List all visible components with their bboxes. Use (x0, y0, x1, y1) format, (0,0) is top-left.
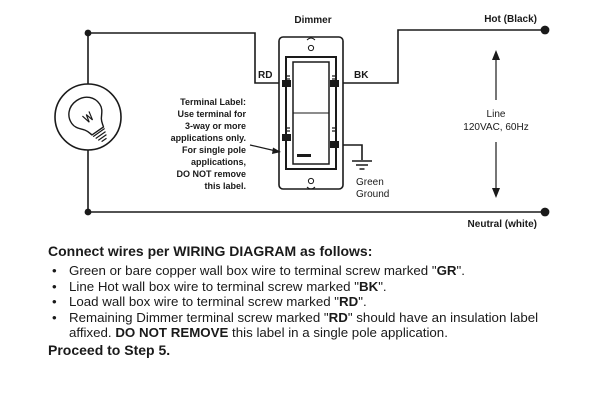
dimmer-label: Dimmer (294, 15, 331, 26)
terminal-note-line: DO NOT remove (176, 169, 246, 179)
terminal-note-line: applications only. (171, 133, 246, 143)
rd-label: RD (258, 70, 272, 81)
wire-node (84, 29, 92, 37)
arrow-head-down (492, 188, 500, 198)
instructions-section: Connect wires per WIRING DIAGRAM as foll… (48, 243, 583, 358)
terminal-note-line: Terminal Label: (180, 97, 246, 107)
instructions-heading: Connect wires per WIRING DIAGRAM as foll… (48, 243, 373, 259)
instruction-emphasis: GR (436, 263, 457, 278)
instruction-item: Load wall box wire to terminal screw mar… (52, 294, 583, 310)
wire-node (540, 207, 550, 217)
instruction-emphasis: BK (358, 278, 379, 294)
next-step-text: Proceed to Step 5. (48, 341, 171, 358)
instruction-item: Line Hot wall box wire to terminal screw… (52, 278, 583, 295)
instruction-text: ". (358, 294, 367, 309)
instruction-emphasis: DO NOT REMOVE (115, 325, 229, 340)
instruction-text: Remaining Dimmer terminal screw marked " (69, 309, 329, 325)
light-bulb-icon (54, 83, 122, 151)
instruction-text: ". (378, 278, 387, 294)
instruction-item: Green or bare copper wall box wire to te… (52, 263, 583, 279)
arrow-head-up (492, 50, 500, 60)
bk-label: BK (354, 70, 369, 81)
instruction-text: Line Hot wall box wire to terminal screw… (69, 278, 359, 294)
voltage-label: 120VAC, 60Hz (463, 122, 528, 133)
terminal-note-line: Use terminal for (177, 109, 246, 119)
instructions-list: Green or bare copper wall box wire to te… (48, 263, 583, 341)
ground-label: Ground (356, 189, 389, 200)
ground-symbol-icon (352, 160, 372, 170)
load-wire (88, 32, 291, 84)
hot-label: Hot (Black) (484, 14, 537, 25)
terminal-note: Terminal Label: Use terminal for 3-way o… (171, 97, 247, 191)
instruction-text: ". (456, 263, 465, 278)
terminal-note-line: applications, (191, 157, 246, 167)
instruction-text: Green or bare copper wall box wire to te… (69, 263, 437, 278)
instruction-emphasis: RD (328, 309, 348, 325)
instruction-emphasis: RD (339, 294, 359, 309)
hot-wire (330, 29, 545, 84)
wiring-diagram: Dimmer Hot (Black) RD BK Line 120VAC, 60… (54, 14, 550, 230)
terminal-note-line: 3-way or more (185, 121, 246, 131)
green-label: Green (356, 177, 384, 188)
neutral-label: Neutral (white) (468, 219, 537, 230)
terminal-note-line: this label. (204, 181, 246, 191)
wire-node (84, 208, 92, 216)
dimmer-switch-icon (278, 36, 344, 190)
terminal-note-line: For single pole (182, 145, 246, 155)
instruction-text: this label in a single pole application. (228, 325, 448, 340)
line-label: Line (487, 109, 506, 120)
instruction-text: Load wall box wire to terminal screw mar… (69, 294, 340, 309)
note-pointer-arrow (249, 144, 281, 154)
instruction-item: Remaining Dimmer terminal screw marked "… (52, 309, 583, 341)
wire-node (540, 25, 550, 35)
instruction-text: " should have an insulation label affixe… (69, 309, 539, 341)
